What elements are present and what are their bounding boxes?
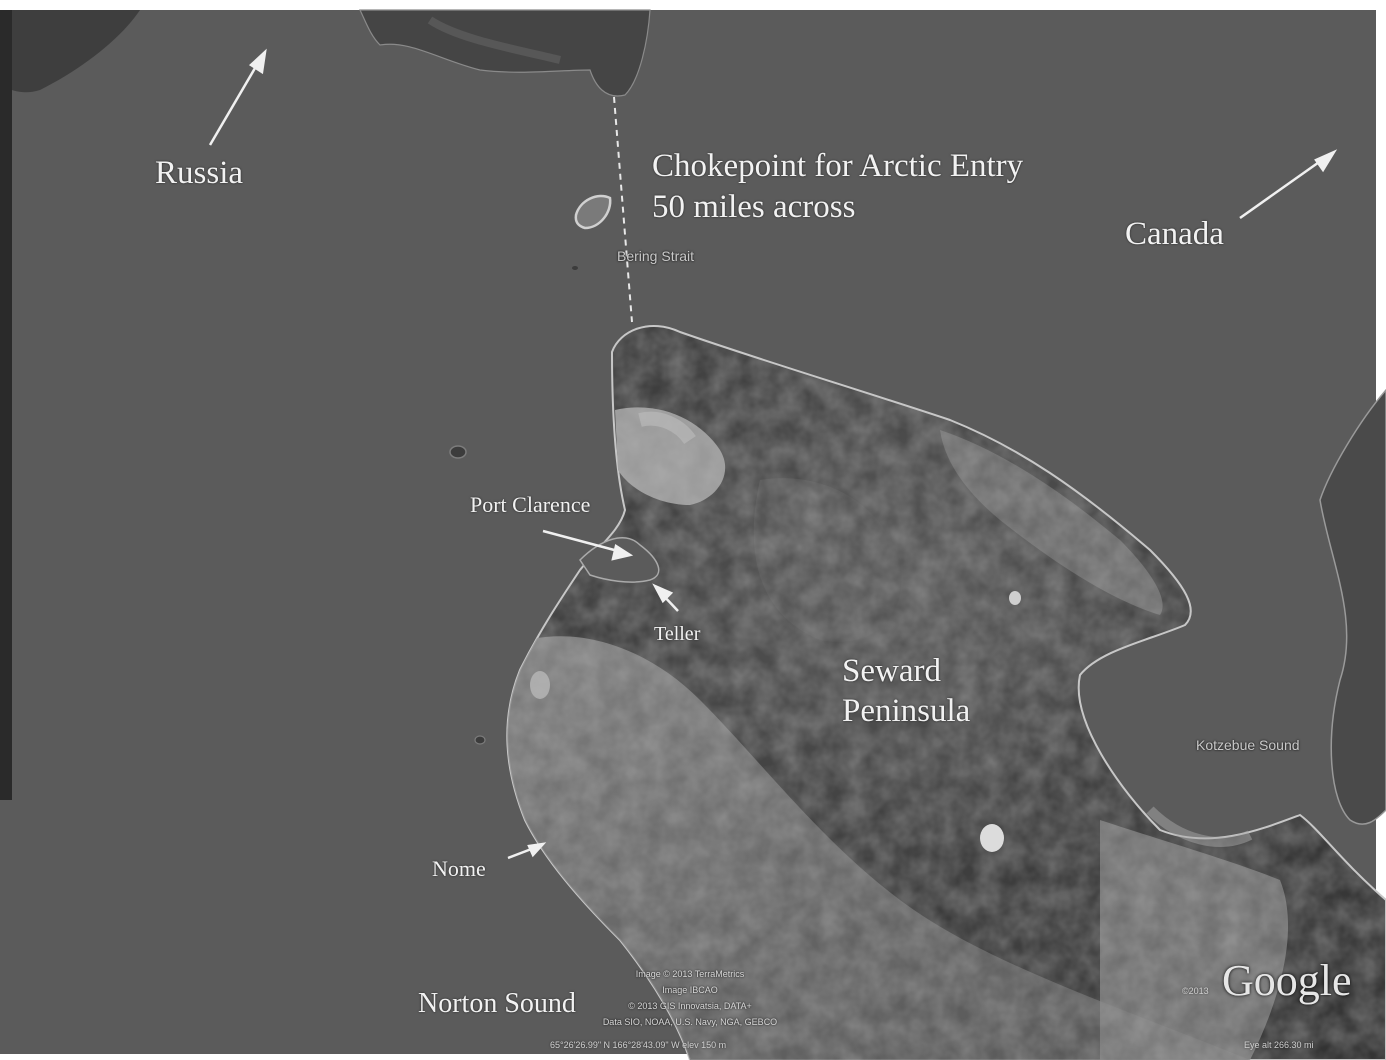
label-port-clarence: Port Clarence [470, 492, 591, 517]
label-chokepoint-distance: 50 miles across [652, 189, 856, 225]
label-kotzebue-sound: Kotzebue Sound [1196, 737, 1300, 753]
imagery-credits: Image © 2013 TerraMetrics Image IBCAO © … [560, 966, 820, 1030]
russia-coast [12, 10, 140, 93]
coordinates-readout: 65°26'26.99" N 166°28'43.09" W elev 150 … [550, 1040, 727, 1050]
label-nome: Nome [432, 856, 486, 881]
chokepoint-line [613, 96, 633, 323]
google-year: ©2013 [1182, 986, 1209, 996]
east-coast [1319, 388, 1386, 825]
label-canada: Canada [1125, 216, 1224, 252]
credit-line-4: Data SIO, NOAA, U.S. Navy, NGA, GEBCO [602, 1017, 778, 1027]
label-russia: Russia [155, 155, 244, 191]
eye-altitude: Eye alt 266.30 mi [1244, 1040, 1314, 1050]
label-bering-strait: Bering Strait [617, 248, 695, 264]
credit-line-2: Image IBCAO [662, 985, 718, 995]
label-peninsula: Peninsula [842, 693, 971, 729]
label-chokepoint-title: Chokepoint for Arctic Entry [652, 148, 1024, 184]
label-seward: Seward [842, 653, 941, 689]
credit-line-3: © 2013 GIS Innovatsia, DATA+ [628, 1001, 752, 1011]
diomede-island [574, 194, 612, 230]
label-teller: Teller [654, 623, 701, 645]
arrows [208, 48, 1338, 860]
label-norton-sound: Norton Sound [418, 988, 576, 1019]
google-logo: Google [1222, 956, 1352, 1005]
credit-line-1: Image © 2013 TerraMetrics [635, 969, 745, 979]
